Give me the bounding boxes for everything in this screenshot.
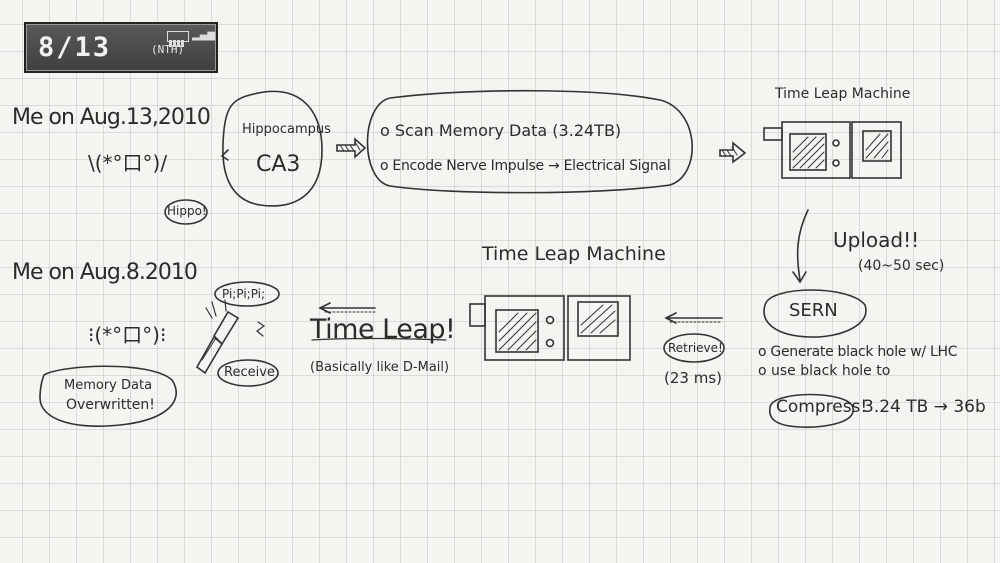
- generate-black-hole-text: o Generate black hole w/ LHC: [758, 344, 958, 360]
- retrieve-arrow: [664, 312, 723, 324]
- time-leap-label: Time Leap!: [310, 314, 456, 345]
- ca3-label: CA3: [256, 152, 301, 177]
- memory-data-text: Memory Data: [64, 378, 153, 393]
- bracket-mark: [220, 149, 229, 161]
- time-leap-machine-mid-label: Time Leap Machine: [482, 243, 666, 265]
- hatched-arrow-1: [336, 137, 367, 159]
- compress-label: Compress!: [776, 397, 868, 417]
- process-bubble: [366, 89, 693, 194]
- retrieve-bubble: [663, 333, 725, 363]
- compress-bubble: [769, 393, 854, 428]
- compress-size-text: 3.24 TB → 36b: [863, 397, 986, 417]
- me-aug13-label: Me on Aug.13,2010: [12, 105, 211, 130]
- retrieve-time-label: (23 ms): [664, 369, 722, 387]
- time-leap-machine-top-drawing: [763, 121, 902, 179]
- basically-dmail-text: (Basically like D-Mail): [310, 360, 450, 375]
- hatched-arrow-2: [719, 141, 747, 164]
- upload-time-label: (40~50 sec): [858, 258, 945, 274]
- hippo-tag: Hippo!: [167, 204, 207, 218]
- time-leap-machine-top-label: Time Leap Machine: [775, 86, 911, 102]
- use-black-hole-text: o use black hole to: [758, 363, 891, 379]
- hippo-bubble: [164, 199, 208, 225]
- phone-drawing: [195, 299, 266, 375]
- sern-label: SERN: [789, 300, 838, 321]
- date-hud: 8/13 (NTH) ▂▄▆: [24, 22, 218, 73]
- time-leap-arrow: [318, 302, 376, 314]
- receive-bubble: [217, 359, 279, 387]
- pipipi-text: Pi;Pi;Pi;: [222, 287, 266, 301]
- battery-icon: [167, 31, 189, 47]
- me-aug8-label: Me on Aug.8.2010: [12, 260, 198, 285]
- face-top: \(*°口°)/: [88, 151, 168, 175]
- upload-arrow: [792, 209, 809, 284]
- overwritten-text: Overwritten!: [66, 397, 155, 413]
- hippocampus-label: Hippocampus: [242, 122, 331, 137]
- encode-impulse-text: o Encode Nerve Impulse → Electrical Sign…: [380, 158, 671, 174]
- pipipi-bubble: [214, 281, 280, 307]
- hippocampus-bubble: [222, 90, 323, 207]
- face-bottom: ⁝(*°口°)⁝: [88, 323, 167, 347]
- upload-label: Upload!!: [833, 228, 920, 252]
- time-leap-machine-mid-drawing: [469, 295, 631, 361]
- hud-date: 8/13: [38, 32, 112, 63]
- scan-memory-text: o Scan Memory Data (3.24TB): [380, 121, 622, 140]
- sern-bubble: [763, 289, 867, 338]
- signal-icon: ▂▄▆: [192, 30, 216, 41]
- receive-label: Receive: [224, 365, 275, 380]
- memory-overwritten-bubble: [39, 365, 177, 427]
- retrieve-label: Retrieve!: [668, 341, 723, 355]
